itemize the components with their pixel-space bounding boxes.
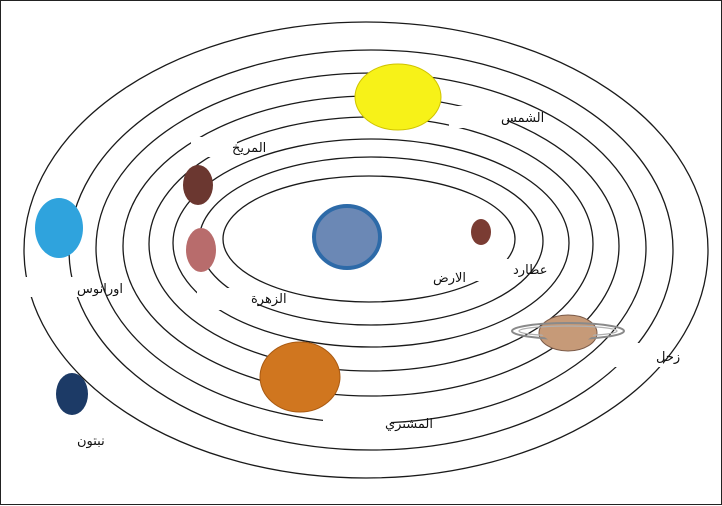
mars-icon xyxy=(183,165,213,205)
venus-label: الزهرة xyxy=(251,292,287,307)
mercury-icon xyxy=(471,219,491,245)
earth-label: الارض xyxy=(433,271,466,286)
uranus-icon xyxy=(35,198,83,258)
venus-icon xyxy=(186,228,216,272)
jupiter-label: المشتري xyxy=(385,417,433,432)
sun-label: الشمس xyxy=(501,111,544,126)
saturn-label: زحل xyxy=(656,350,680,365)
neptune-label: نبتون xyxy=(77,434,105,449)
earth-icon xyxy=(314,206,380,268)
mercury-label: عطارد xyxy=(513,263,547,278)
sun-icon xyxy=(355,64,441,130)
uranus-label: اورانوس xyxy=(77,282,123,297)
neptune-icon xyxy=(56,373,88,415)
mars-label: المريخ xyxy=(232,141,266,156)
jupiter-icon xyxy=(260,342,340,412)
